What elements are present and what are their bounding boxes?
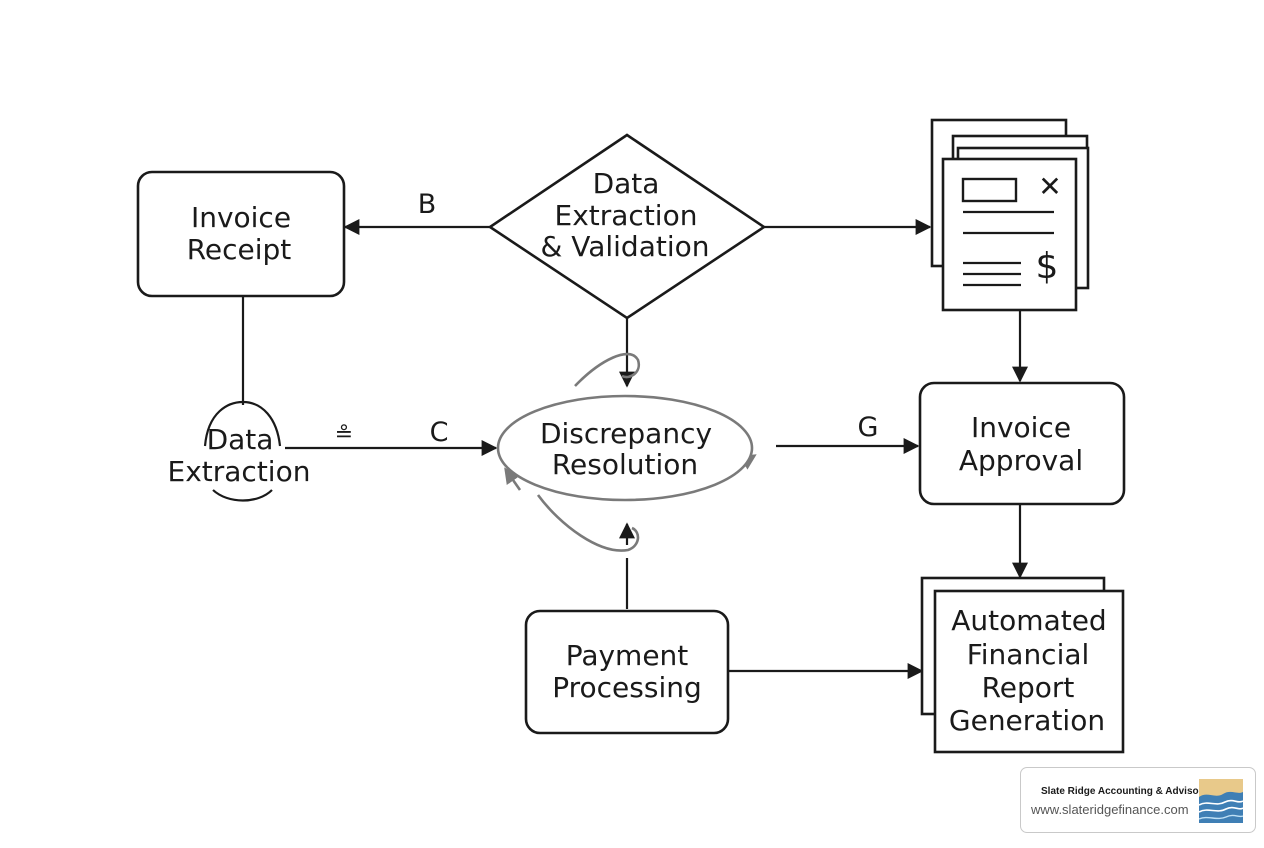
feedback-loop-bottom (536, 494, 640, 552)
edge-label-c: C (430, 417, 449, 448)
payment-processing-label-1: Payment (566, 639, 689, 672)
payment-processing-box (524, 609, 730, 735)
data-extraction-label-1: Data (207, 423, 274, 456)
report-label-1: Automated (951, 604, 1106, 637)
data-extraction-arc-bottom (212, 489, 273, 502)
discrepancy-label-1: Discrepancy (540, 417, 712, 450)
invoice-receipt-label-1: Invoice (191, 201, 291, 234)
report-label-4: Generation (949, 704, 1105, 737)
edge-stray-symbol: ≗ (335, 422, 353, 447)
edge-label-b: B (418, 189, 437, 220)
validation-label-2: Extraction (555, 199, 698, 232)
invoice-receipt-box (136, 170, 346, 298)
validation-label-3: & Validation (541, 230, 710, 263)
feedback-loop-top (574, 352, 641, 387)
brand-logo-icon (1199, 779, 1243, 823)
report-page-front (933, 589, 1125, 754)
data-extraction-label-2: Extraction (168, 455, 311, 488)
data-extraction-arc-top (203, 400, 282, 447)
brand-name: Slate Ridge Accounting & Advisory (1041, 786, 1209, 797)
document-stack-icon (930, 118, 1090, 312)
validation-label-1: Data (593, 167, 660, 200)
invoice-approval-box (918, 381, 1126, 506)
payment-processing-label-2: Processing (552, 671, 702, 704)
report-label-3: Report (982, 671, 1075, 704)
document-close-icon: ✕ (1038, 170, 1061, 203)
document-dollar-icon: $ (1036, 246, 1059, 287)
invoice-receipt-label-2: Receipt (187, 233, 292, 266)
discrepancy-label-2: Resolution (552, 448, 698, 481)
validation-diamond (487, 133, 767, 320)
edge-label-g: G (858, 412, 879, 443)
brand-card: Slate Ridge Accounting & Advisory www.sl… (1020, 767, 1256, 833)
brand-url[interactable]: www.slateridgefinance.com (1031, 802, 1189, 817)
invoice-approval-label-1: Invoice (971, 411, 1071, 444)
invoice-approval-label-2: Approval (959, 444, 1083, 477)
discrepancy-ellipse (496, 394, 754, 502)
report-label-2: Financial (967, 638, 1090, 671)
feedback-arrow-left (504, 467, 522, 491)
document-field-box (961, 177, 1018, 203)
